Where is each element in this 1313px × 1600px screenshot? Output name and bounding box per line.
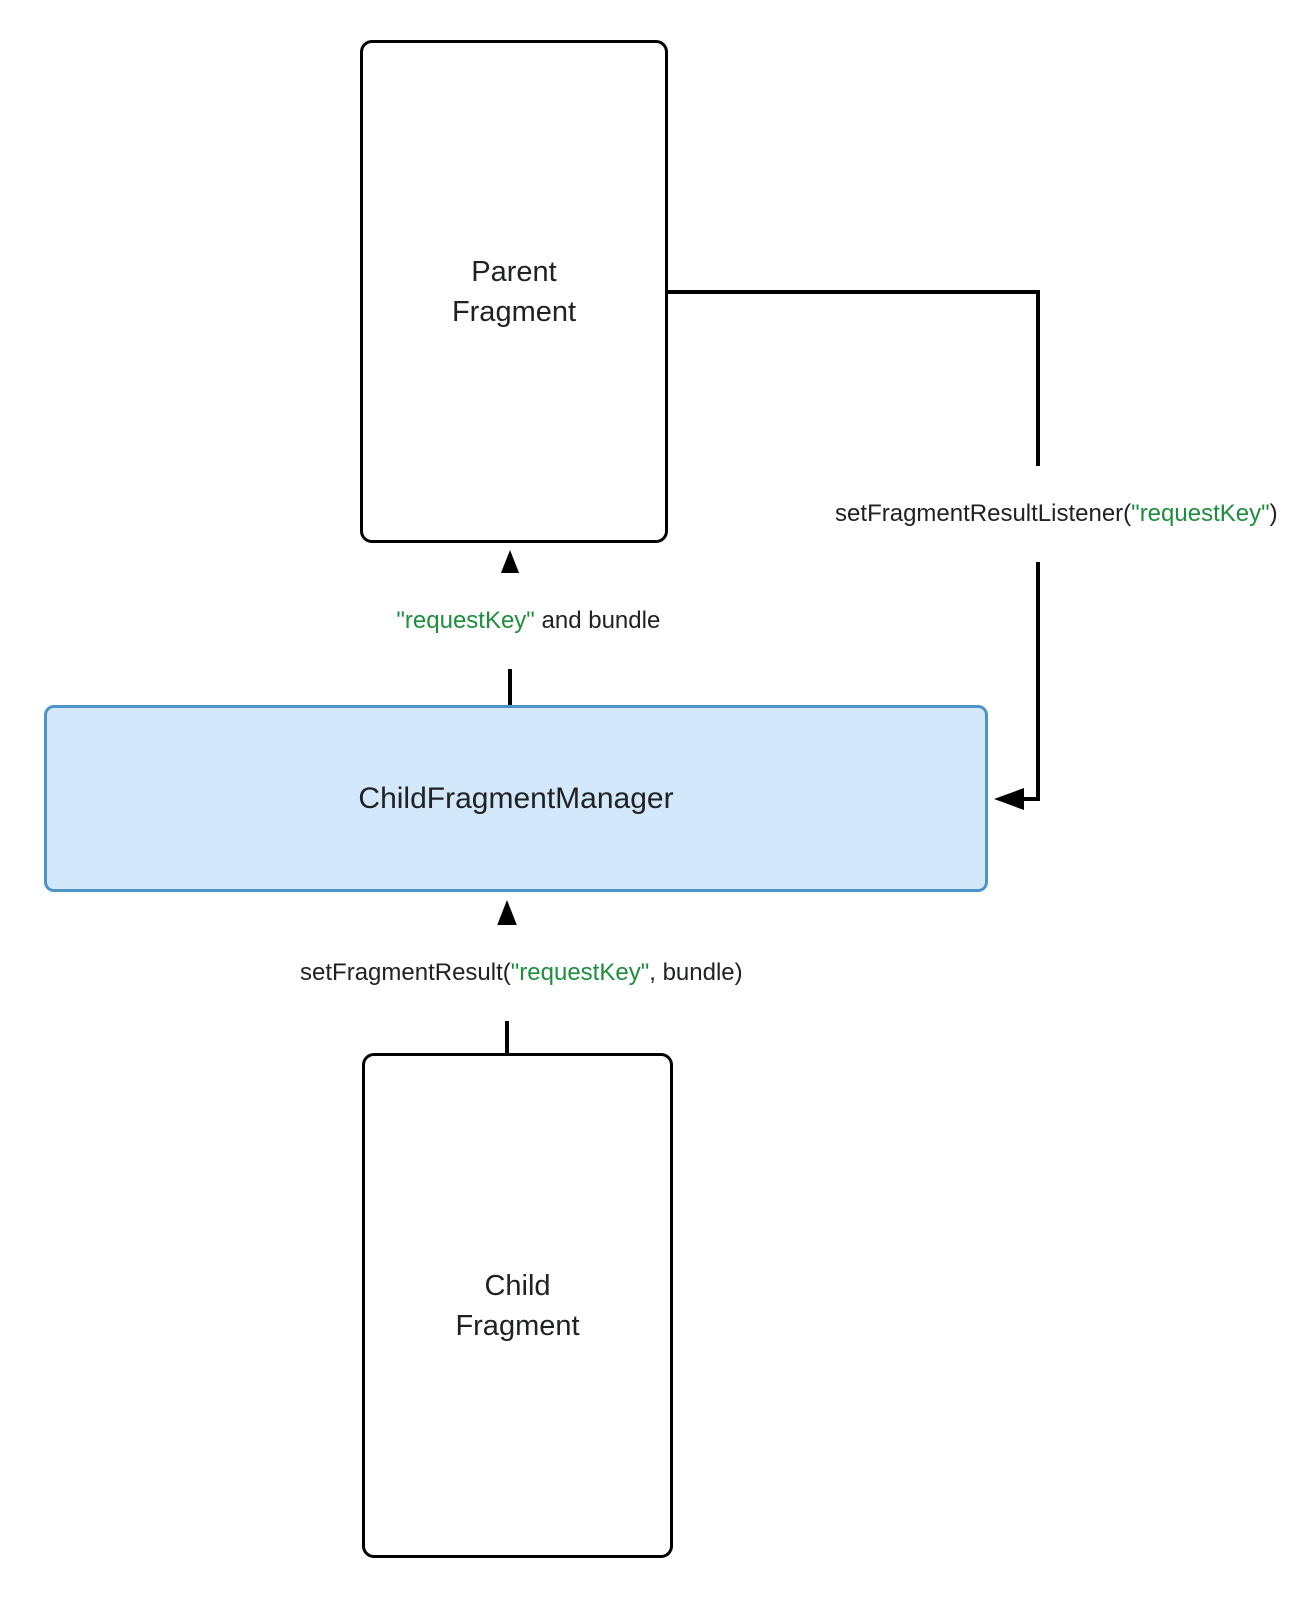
parent-fragment-label: Parent Fragment: [451, 255, 577, 328]
arrowhead-up-icon: [499, 550, 521, 578]
child-fragment-label: Child Fragment: [455, 1269, 580, 1342]
node-child-fragment: Child Fragment: [362, 1053, 673, 1558]
label-listener-request-key: "requestKey": [1131, 500, 1270, 527]
edge-label-request-key-and-bundle: "requestKey" and bundle: [361, 573, 669, 669]
label-deliver-suffix: and bundle: [534, 607, 661, 634]
arrowhead-up-icon: [496, 900, 518, 928]
edge-label-set-fragment-result: setFragmentResult("requestKey", bundle): [265, 925, 751, 1021]
arrowhead-left-icon: [994, 788, 1024, 810]
label-listener-prefix: setFragmentResultListener(: [835, 500, 1132, 527]
child-fragment-manager-label: ChildFragmentManager: [358, 781, 674, 815]
label-result-request-key: "requestKey": [510, 959, 650, 986]
node-parent-fragment: Parent Fragment: [360, 40, 668, 543]
edge-label-set-fragment-result-listener: setFragmentResultListener("requestKey"): [800, 466, 1286, 562]
label-deliver-request-key: "requestKey": [396, 607, 535, 634]
label-listener-suffix: ): [1269, 500, 1278, 527]
node-child-fragment-manager: ChildFragmentManager: [44, 705, 988, 892]
label-result-prefix: setFragmentResult(: [300, 959, 511, 986]
label-result-suffix: , bundle): [649, 959, 743, 986]
